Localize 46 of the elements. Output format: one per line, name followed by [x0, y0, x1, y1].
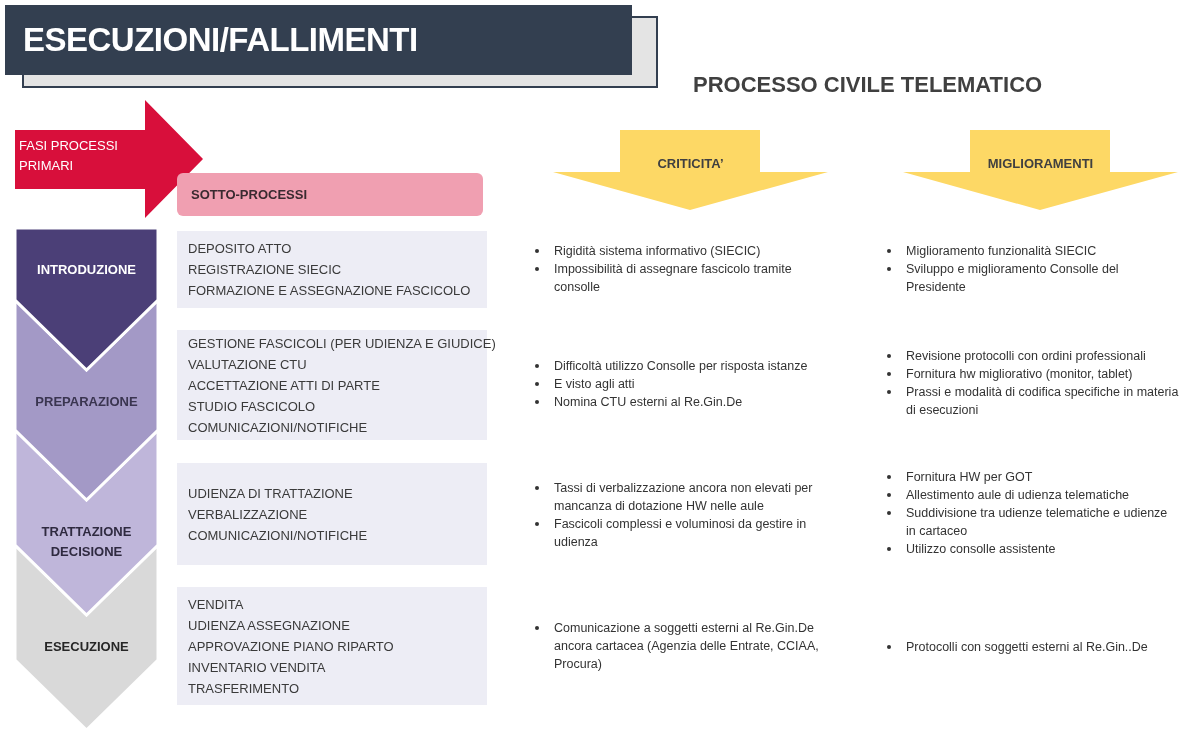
bullet-text: Fornitura HW per GOT [906, 470, 1033, 484]
bullet-text: Impossibilità di assegnare fascicolo tramite consolle [554, 262, 792, 294]
subprocess-text: STUDIO FASCICOLO [188, 397, 316, 416]
bullet-text: Miglioramento funzionalità SIECIC [906, 244, 1097, 258]
phase-label: INTRODUZIONE [36, 261, 137, 279]
phase-label: PREPARAZIONE [34, 393, 139, 411]
subprocess-text: APPROVAZIONE PIANO RIPARTO [188, 637, 394, 656]
header-box [177, 173, 483, 216]
subprocess-text: VERBALIZZAZIONE [188, 505, 308, 524]
bullet-text: Difficoltà utilizzo Consolle per risposta istanze [554, 359, 808, 373]
subprocess-text: UDIENZA ASSEGNAZIONE [188, 616, 350, 635]
header-label: SOTTO-PROCESSI [191, 186, 308, 204]
phase-label: TRATTAZIONE DECISIONE [40, 523, 133, 561]
bullet-text: Utilizzo consolle assistente [906, 542, 1056, 556]
subprocess-text: FORMAZIONE E ASSEGNAZIONE FASCICOLO [188, 282, 471, 300]
subprocess-text: DEPOSITO ATTO [188, 240, 292, 258]
bullet-text: Prassi e modalità di codifica specifiche in materia di esecuzioni [906, 385, 1179, 417]
subprocess-text: REGISTRAZIONE SIECIC [188, 261, 342, 279]
phase-block [15, 228, 158, 370]
phase-label: FASI PROCESSI PRIMARI [19, 137, 119, 175]
subprocess-text: VENDITA [188, 595, 244, 614]
subprocess-text: VALUTAZIONE CTU [188, 355, 307, 374]
subtitle: PROCESSO CIVILE TELEMATICO [693, 72, 1043, 98]
subprocess-text: TRASFERIMENTO [188, 679, 299, 698]
bullet-text: E visto agli atti [554, 377, 635, 391]
bullet-text: Sviluppo e miglioramento Consolle del Presidente [906, 262, 1119, 294]
bullet-text: Nomina CTU esterni al Re.Gin.De [554, 395, 743, 409]
bullet-text: Fascicoli complessi e voluminosi da gestire in udienza [554, 517, 807, 549]
bullet-text: Tassi di verbalizzazione ancora non elevati per mancanza di dotazione HW nelle aule [554, 481, 813, 513]
subprocess-text: UDIENZA DI TRATTAZIONE [188, 484, 353, 503]
phase-label: ESECUZIONE [43, 638, 130, 656]
subprocess-text: INVENTARIO VENDITA [188, 658, 326, 677]
title-banner: ESECUZIONI/FALLIMENTI [5, 5, 632, 75]
bullet-text: Protocolli con soggetti esterni al Re.Gin..De [906, 640, 1148, 654]
bullet-text: Comunicazione a soggetti esterni al Re.Gin.De ancora cartacea (Agenzia delle Entrate, CCIAA, Procura) [554, 621, 819, 671]
column-label: CRITICITA’ [656, 156, 725, 171]
subprocess-text: COMUNICAZIONI/NOTIFICHE [188, 418, 368, 437]
bullet-text: Allestimento aule di udienza telematiche [906, 488, 1130, 502]
subprocess-text: COMUNICAZIONI/NOTIFICHE [188, 526, 368, 545]
subprocess-text: GESTIONE FASCICOLI (PER UDIENZA E GIUDICE) [188, 334, 496, 353]
bullet-text: Fornitura hw migliorativo (monitor, tablet) [906, 367, 1133, 381]
bullet-text: Rigidità sistema informativo (SIECIC) [554, 244, 761, 258]
subprocess-text: ACCETTAZIONE ATTI DI PARTE [188, 376, 380, 395]
column-label: MIGLIORAMENTI [986, 156, 1095, 171]
bullet-text: Suddivisione tra udienze telematiche e udienze in cartaceo [906, 506, 1168, 538]
bullet-text: Revisione protocolli con ordini professionali [906, 349, 1146, 363]
